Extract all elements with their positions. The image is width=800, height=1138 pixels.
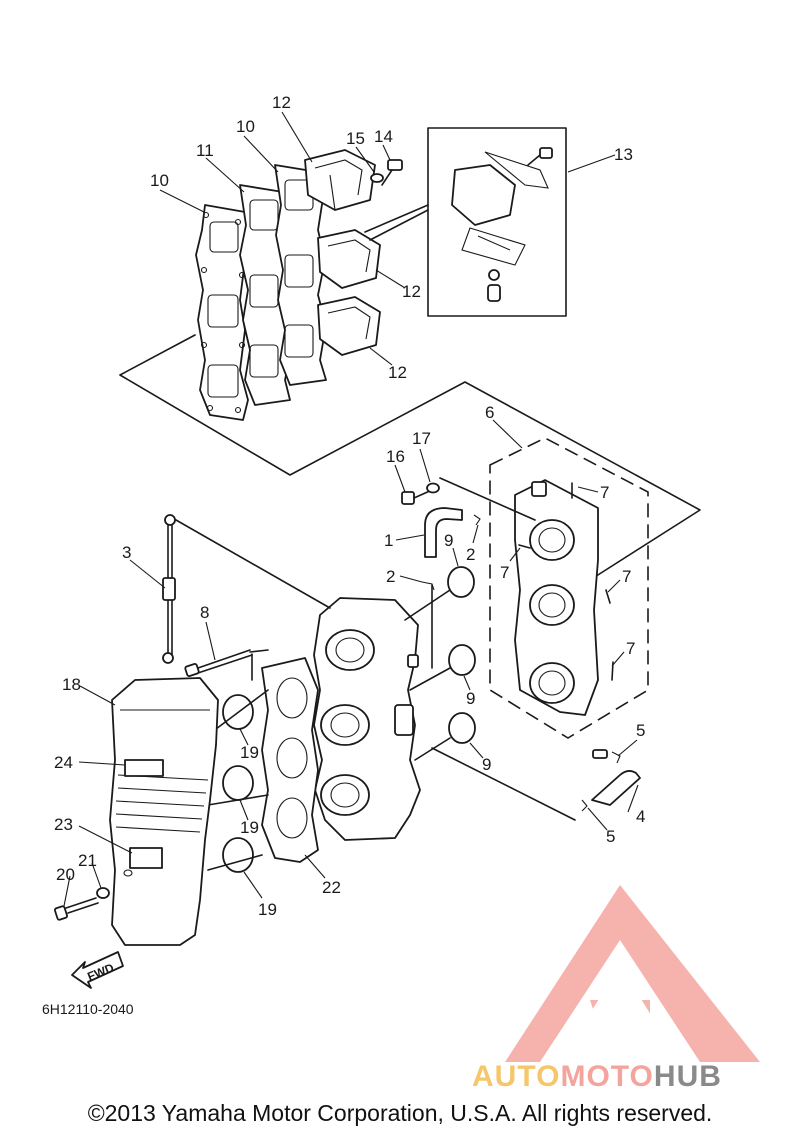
o-ring-19-bottom (222, 837, 254, 873)
label-21: 21 (78, 851, 97, 870)
bolt-20 (54, 897, 99, 921)
o-ring-9-top (447, 566, 475, 598)
logo-triangle (505, 885, 760, 1062)
label-7-c: 7 (622, 567, 631, 586)
label-24 (124, 759, 164, 777)
clips-5 (581, 751, 621, 812)
carburetor-body (313, 597, 421, 841)
label-23 (129, 847, 163, 869)
label-6: 6 (485, 403, 494, 422)
washer-15 (370, 173, 384, 183)
label-5-top: 5 (636, 721, 645, 740)
label-3: 3 (122, 543, 131, 562)
label-9-top: 9 (444, 531, 453, 550)
label-5-bottom: 5 (606, 827, 615, 846)
label-12-middle: 12 (402, 282, 421, 301)
label-9-bottom: 9 (482, 755, 491, 774)
hose-1 (424, 507, 463, 558)
label-2-right: 2 (466, 545, 475, 564)
label-4: 4 (636, 807, 645, 826)
clip-2 (421, 514, 481, 591)
label-11: 11 (196, 141, 214, 160)
gasket-10-left (195, 204, 251, 421)
logo-text-auto: AUTO (472, 1060, 560, 1093)
gasket-10-right (274, 164, 327, 386)
label-22: 22 (322, 878, 341, 897)
label-19-bottom: 19 (258, 900, 277, 919)
label-14: 14 (374, 127, 393, 146)
label-12-bottom: 12 (388, 363, 407, 382)
label-10-left: 10 (150, 171, 169, 190)
logo-text-hub: HUB (654, 1060, 722, 1093)
diagram-code: 6H12110-2040 (42, 1001, 134, 1017)
label-9-middle: 9 (466, 689, 475, 708)
silencer-cover-18 (109, 677, 219, 946)
o-ring-9-middle (448, 644, 476, 676)
label-12-top: 12 (272, 93, 291, 112)
o-ring-19-middle (222, 765, 254, 801)
o-ring-9-bottom (448, 712, 476, 744)
copyright-notice: ©2013 Yamaha Motor Corporation, U.S.A. A… (87, 1100, 713, 1126)
screw-14 (381, 159, 403, 186)
fwd-arrow-icon: FWD (71, 951, 124, 989)
top-section-outline (119, 334, 701, 581)
reed-valve-12-middle (317, 229, 381, 289)
label-19-top: 19 (240, 743, 259, 762)
hose-4 (591, 749, 641, 806)
reed-valve-detail-box-13 (427, 127, 567, 317)
label-19-middle: 19 (240, 818, 259, 837)
label-23: 23 (54, 815, 73, 834)
label-20: 20 (56, 865, 75, 884)
label-7-d: 7 (626, 639, 635, 658)
label-7-a: 7 (600, 483, 609, 502)
label-13: 13 (614, 145, 633, 164)
label-24: 24 (54, 753, 73, 772)
link-rod-3 (162, 514, 176, 664)
leader-lines (63, 111, 639, 907)
reed-valve-12-bottom (317, 296, 381, 356)
bolt-16 (401, 489, 433, 505)
svg-text:AUTOMOTOHUB: AUTOMOTOHUB (472, 1060, 722, 1093)
bolt-8 (184, 649, 253, 677)
label-15: 15 (346, 129, 365, 148)
label-16: 16 (386, 447, 405, 466)
washer-17 (426, 482, 440, 494)
label-1: 1 (384, 531, 393, 550)
label-17: 17 (412, 429, 431, 448)
label-7-b: 7 (500, 563, 509, 582)
label-18: 18 (62, 675, 81, 694)
washer-21 (96, 887, 110, 899)
label-10-right: 10 (236, 117, 255, 136)
logo-text-moto: MOTO (560, 1060, 653, 1093)
gasket-22 (261, 657, 319, 863)
intake-manifold-6 (489, 437, 649, 739)
automotohub-logo: AUTOMOTOHUB (472, 885, 760, 1093)
label-8: 8 (200, 603, 209, 622)
label-2-left: 2 (386, 567, 395, 586)
part-number-labels: 12 10 11 10 15 14 13 12 12 6 16 17 1 2 2… (54, 93, 645, 919)
reed-valve-12-top (304, 149, 376, 211)
